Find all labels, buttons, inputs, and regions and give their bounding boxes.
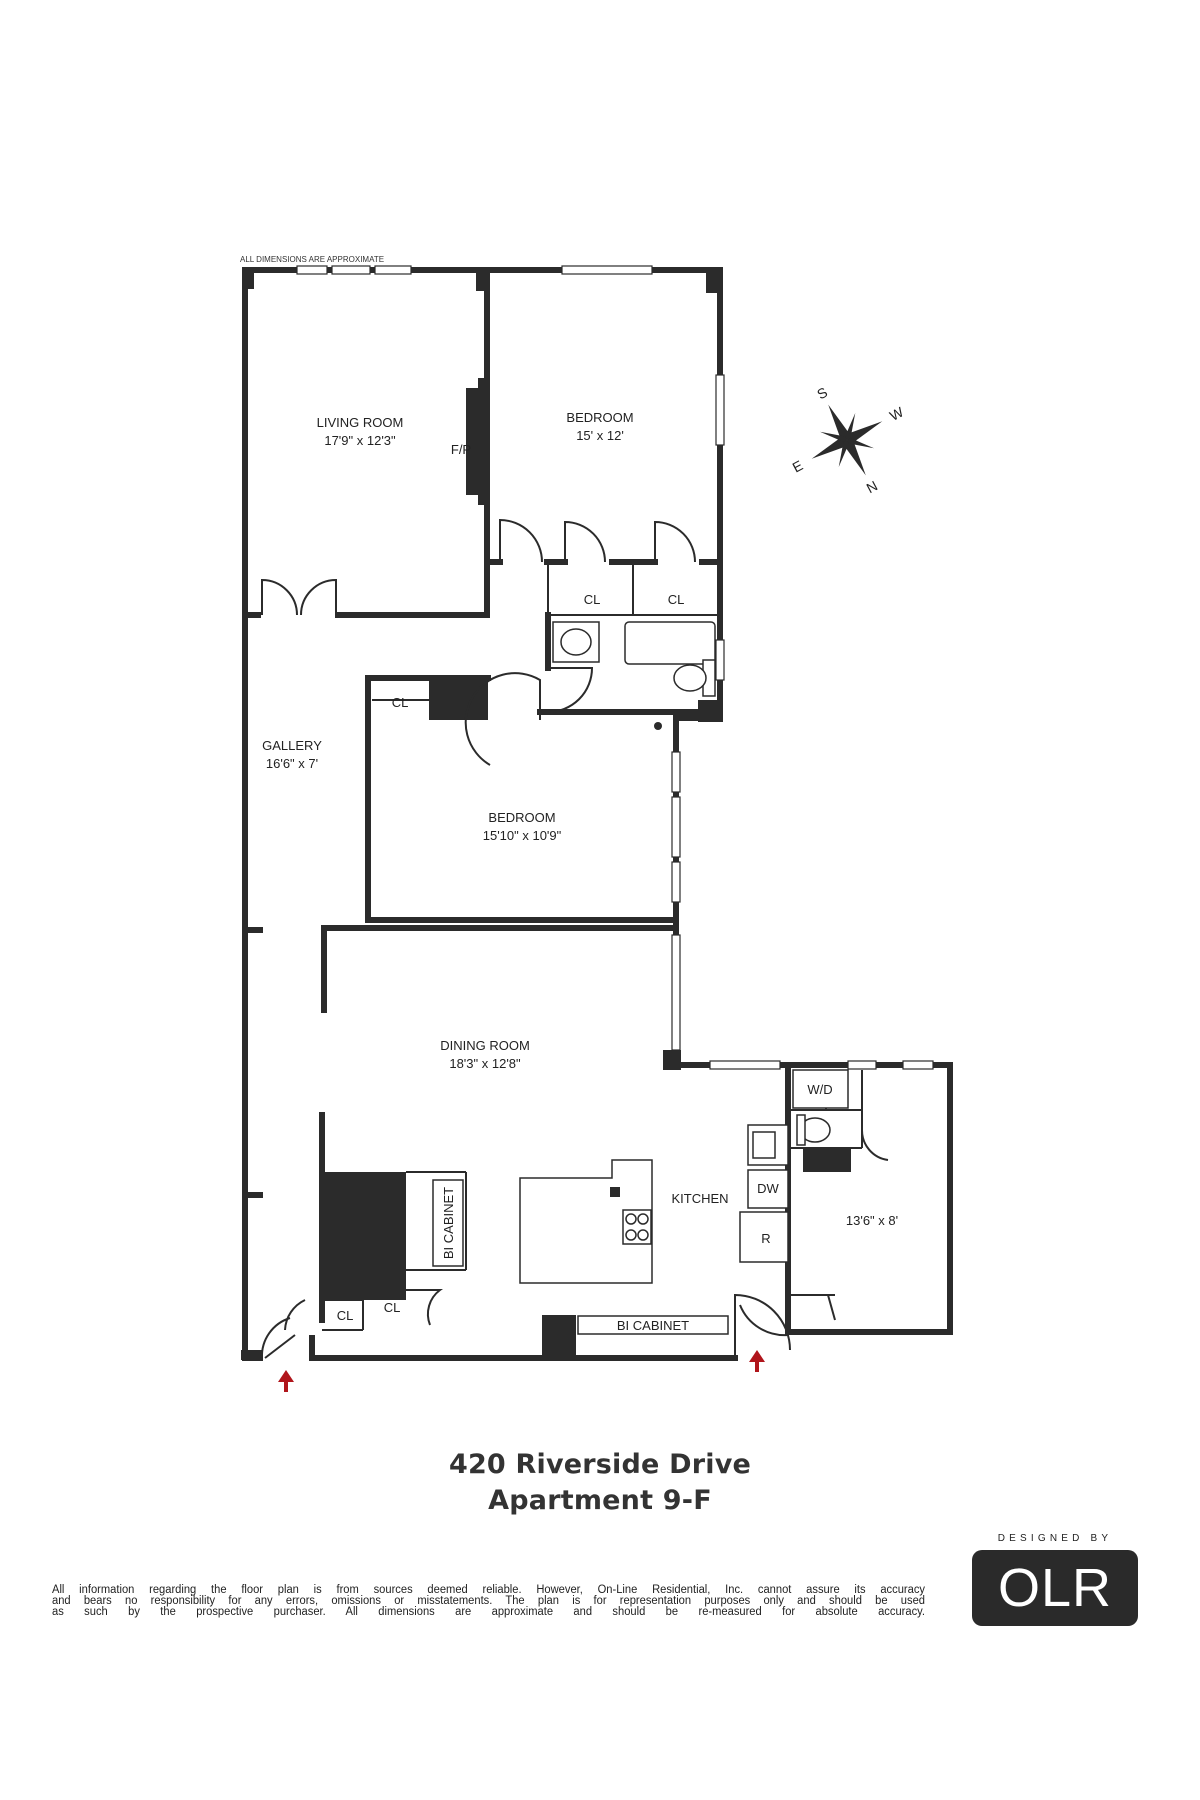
entry-arrows [278, 1350, 765, 1392]
compass-s: S [814, 384, 830, 403]
interior-walls [242, 287, 863, 1335]
washer-dryer [792, 1069, 849, 1109]
refrigerator [739, 1211, 789, 1263]
compass-w: W [887, 403, 907, 424]
living-room-name: LIVING ROOM [317, 415, 404, 430]
compass-rose: S W E N [790, 384, 907, 496]
bedroom2-dims: 15'10" x 10'9" [483, 828, 562, 843]
dining-room-name: DINING ROOM [440, 1038, 530, 1053]
designed-by-label: DESIGNED BY [997, 1533, 1113, 1544]
washer-dryer-label: W/D [807, 1082, 832, 1097]
closet-label-1: CL [584, 592, 601, 607]
dimensions-note: ALL DIMENSIONS ARE APPROXIMATE [240, 255, 384, 264]
bedroom1-dims: 15' x 12' [576, 428, 624, 443]
dishwasher [747, 1169, 789, 1209]
olr-logo-mark: OLR [972, 1550, 1138, 1626]
bi-cabinet-side [432, 1179, 464, 1267]
disclaimer: All information regarding the floor plan… [52, 1584, 925, 1618]
bi-cabinet-bottom [577, 1315, 729, 1335]
bi-cabinet-bottom-label: BI CABINET [617, 1318, 689, 1333]
closet-label-5: CL [384, 1300, 401, 1315]
extra-room-dims: 13'6" x 8' [846, 1213, 898, 1228]
dining-room-dims: 18'3" x 12'8" [449, 1056, 521, 1071]
living-room-dims: 17'9" x 12'3" [324, 433, 396, 448]
disclaimer-line-2: and bears no responsibility for any erro… [52, 1595, 925, 1607]
kitchen-name: KITCHEN [671, 1191, 728, 1206]
room-labels: LIVING ROOM 17'9" x 12'3" F/P BEDROOM 15… [262, 410, 898, 1333]
olr-logo: DESIGNED BY OLR [972, 1533, 1138, 1626]
closet-label-4: CL [337, 1308, 354, 1323]
disclaimer-line-1: All information regarding the floor plan… [52, 1584, 925, 1596]
gallery-dims: 16'6" x 7' [266, 756, 318, 771]
doors [260, 518, 889, 1359]
dishwasher-label: DW [757, 1181, 779, 1196]
structural-columns [241, 267, 723, 1360]
windows [296, 265, 934, 1070]
refrigerator-label: R [761, 1231, 770, 1246]
disclaimer-line-3: as such by the prospective purchaser. Al… [52, 1606, 925, 1618]
fireplace-label: F/P [451, 442, 471, 457]
bedroom2-name: BEDROOM [488, 810, 555, 825]
closet-label-3: CL [392, 695, 409, 710]
floor-plan: ALL DIMENSIONS ARE APPROXIMATE [240, 255, 953, 1392]
apartment-line: Apartment 9-F [488, 1485, 712, 1516]
entry-arrow-left [278, 1370, 294, 1392]
fixtures [432, 621, 849, 1335]
compass-n: N [864, 477, 880, 496]
bi-cabinet-side-label: BI CABINET [441, 1187, 456, 1259]
bedroom1-name: BEDROOM [566, 410, 633, 425]
compass-e: E [790, 457, 806, 476]
closet-label-2: CL [668, 592, 685, 607]
gallery-name: GALLERY [262, 738, 322, 753]
bathtub [624, 621, 716, 665]
entry-arrow-right [749, 1350, 765, 1372]
address-line: 420 Riverside Drive [448, 1449, 752, 1480]
